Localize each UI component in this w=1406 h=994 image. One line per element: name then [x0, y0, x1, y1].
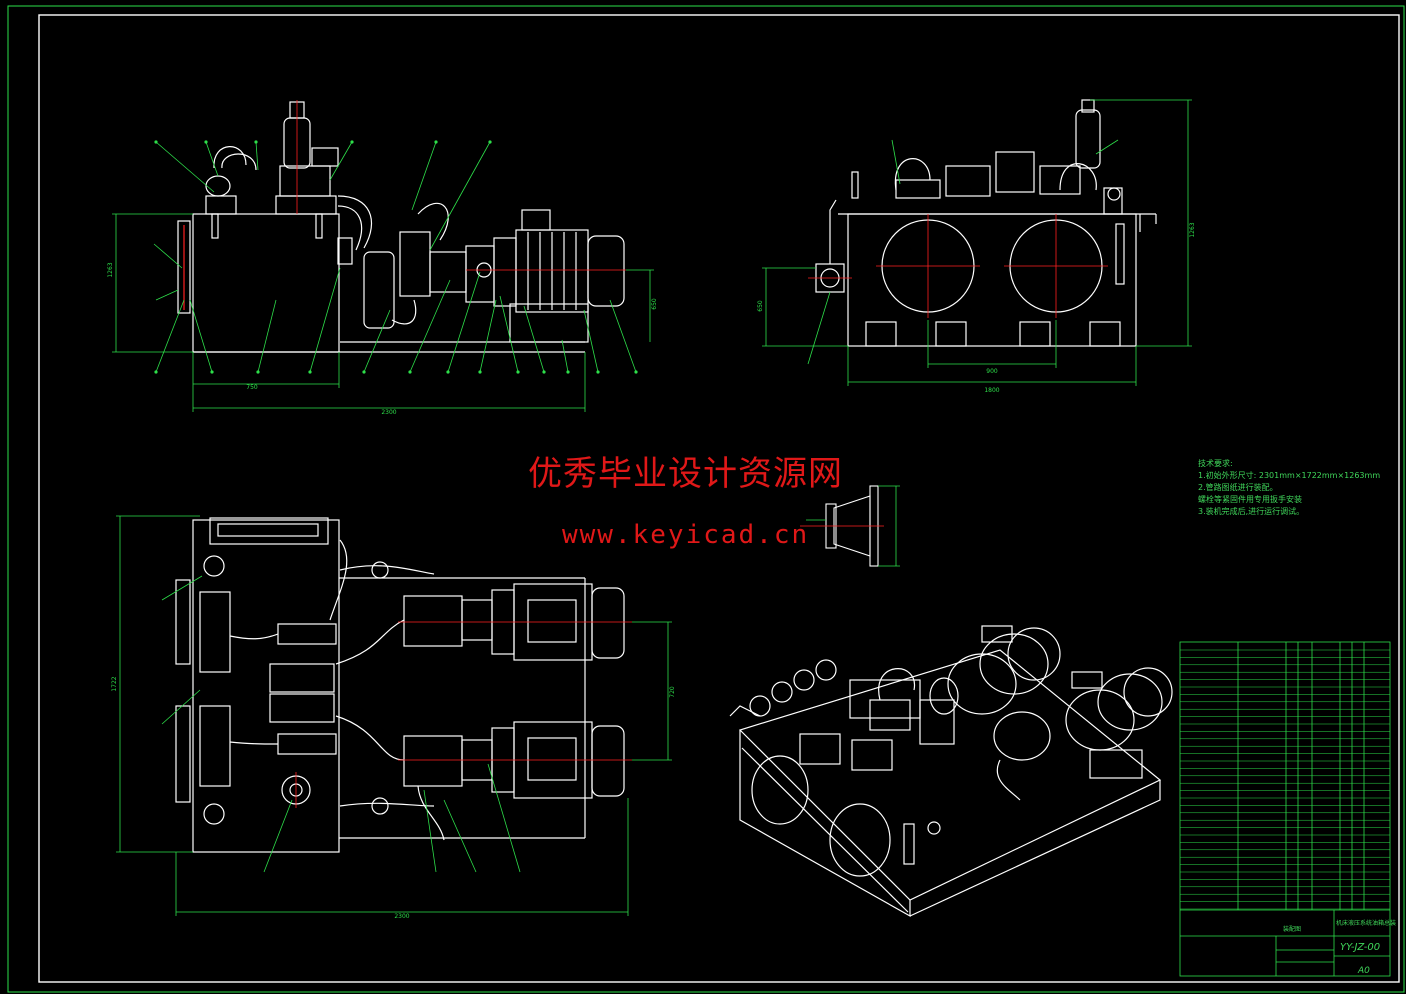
- tech-note-line: 3.装机完成后,进行运行调试。: [1198, 507, 1305, 516]
- side-view-centerlines: [808, 214, 1108, 318]
- side-view: [815, 99, 1157, 347]
- iso-cover-right: [829, 803, 891, 877]
- dim-front-tank-width: 750: [246, 384, 258, 391]
- sheet-inner-border: [38, 14, 1400, 983]
- dim-side-port-height: 650: [757, 300, 764, 312]
- top-view-dimensions: [116, 515, 672, 916]
- title-block-assembly-label: 装配图: [1283, 926, 1302, 933]
- iso-cover-left: [751, 755, 809, 825]
- dim-front-height: 1263: [107, 262, 114, 277]
- technical-requirements: 技术要求: 1.初始外形尺寸: 2301mm×1722mm×1263mm 2.管…: [1198, 458, 1380, 518]
- dim-side-overall-width: 1800: [984, 387, 999, 394]
- dim-top-height: 1722: [111, 676, 118, 691]
- watermark-url[interactable]: www.keyicad.cn: [562, 520, 810, 550]
- front-view: [177, 101, 625, 353]
- sheet-outer-border: [7, 5, 1405, 993]
- tech-note-line: 1.初始外形尺寸: 2301mm×1722mm×1263mm: [1198, 471, 1381, 480]
- bom-rows: [1180, 649, 1390, 910]
- title-block-drawing-name: 机床液压系统油箱总装: [1336, 920, 1397, 927]
- front-view-balloons: [154, 140, 638, 374]
- dim-front-right-height: 650: [651, 298, 658, 310]
- side-view-dimensions: [762, 99, 1192, 386]
- title-block-drawing-number: YY-JZ-00: [1340, 942, 1381, 953]
- front-view-dimensions: [112, 141, 654, 412]
- detail-flange-dims: [806, 485, 900, 567]
- top-view-centerlines: [295, 621, 632, 808]
- isometric-view: [729, 625, 1173, 918]
- dim-top-overall-width: 2300: [394, 913, 409, 920]
- tech-note-line: 2.管路图纸进行装配。: [1198, 483, 1278, 492]
- title-block-sheet-size: A0: [1358, 966, 1370, 976]
- watermark-site-name: 优秀毕业设计资源网: [528, 454, 843, 494]
- dim-front-overall-width: 2300: [381, 409, 396, 416]
- dim-top-right-height: 720: [669, 686, 676, 698]
- top-view: [175, 517, 625, 853]
- dim-side-tank-width: 900: [986, 368, 998, 375]
- tech-notes-heading: 技术要求:: [1198, 459, 1233, 468]
- front-view-centerlines: [296, 100, 626, 271]
- dim-side-height: 1263: [1189, 222, 1196, 237]
- tech-note-line: 螺栓等紧固件用专用扳手安装: [1198, 495, 1302, 504]
